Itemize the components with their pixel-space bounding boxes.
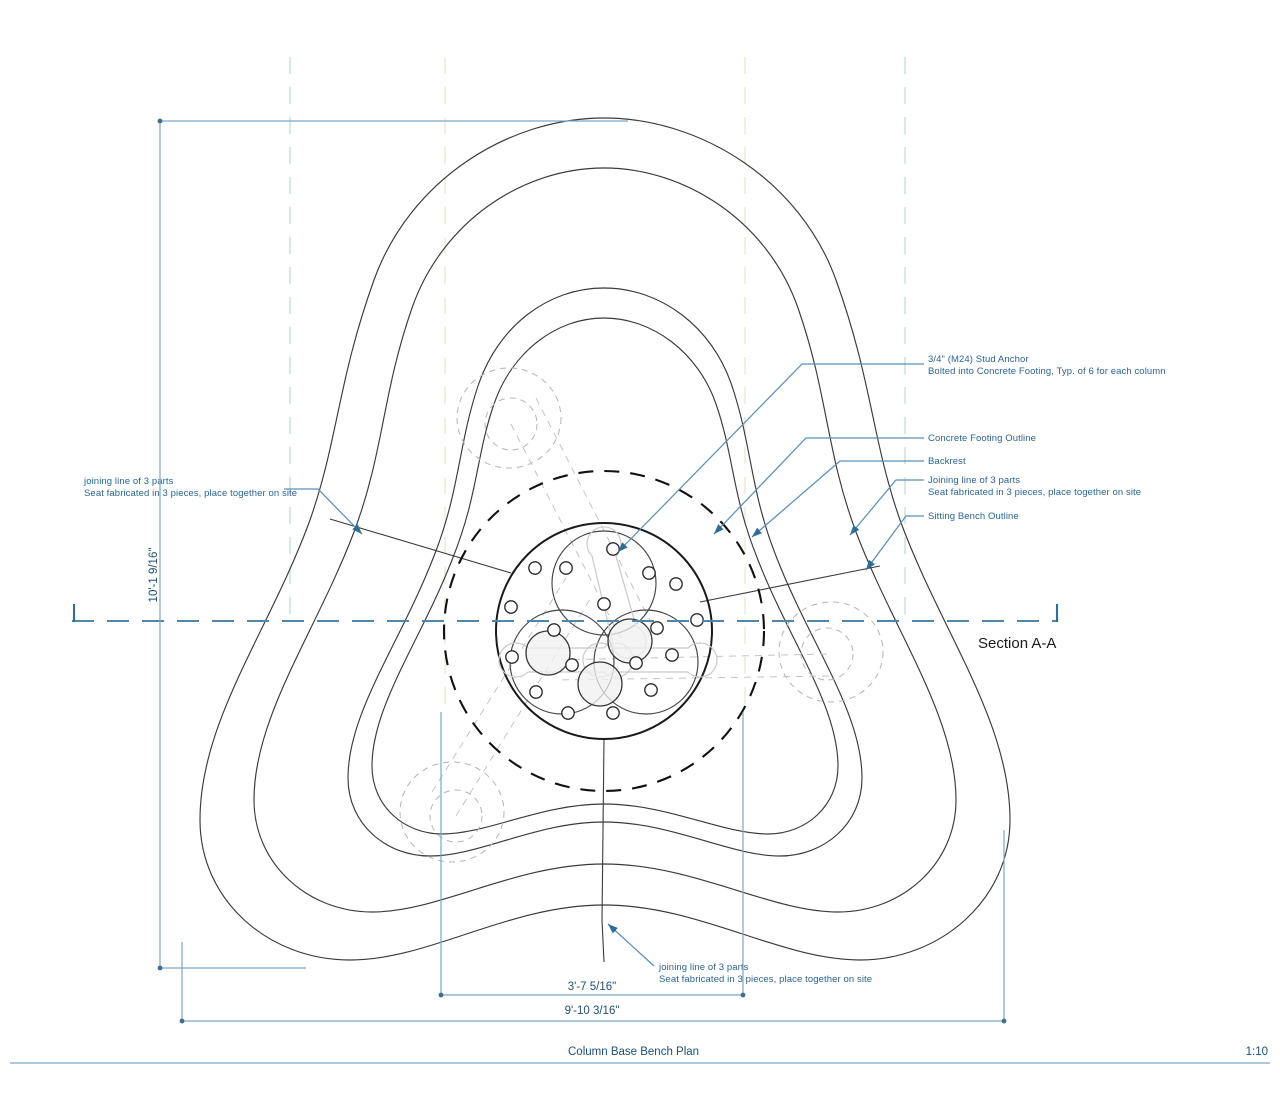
bottom-annotation-leader [607,923,655,967]
leader-joining-right [849,479,924,536]
left-annotation: joining line of 3 parts Seat fabricated … [83,476,297,499]
satellite-footing-right [778,601,884,703]
leader-joining-left [284,488,363,535]
satellite-footing-bottomleft [399,761,505,863]
hdim-outer-tick-right [1001,1018,1007,1024]
bolt-hole [559,561,573,575]
column-hub-upper [607,618,653,664]
leader-backrest [751,460,924,538]
bolt-hole [547,623,561,637]
annotation-stud-anchor-line2: Bolted into Concrete Footing, Typ. of 6 … [928,366,1166,377]
right-annotations: 3/4" (M24) Stud Anchor Bolted into Concr… [928,354,1166,522]
satellite-footings [399,367,884,863]
vdim-tick-top [157,118,163,124]
vdim-tick-bottom [157,965,163,971]
section-label: Section A-A [978,635,1056,652]
column-hub-left [525,630,571,676]
column-profile-right [582,642,718,678]
sitting-bench-outer-outline [199,117,1011,961]
overall-horizontal-dimension-label: 9'-10 3/16" [565,1005,620,1017]
base-plate-circle [495,522,713,740]
bolt-hole [561,706,575,720]
joining-line-upper-left [329,518,512,574]
column-center-hubs [525,618,653,707]
projection-line-b [535,397,661,641]
inner-horizontal-dimension-label: 3'-7 5/16" [568,981,616,993]
right-annotation-leaders [617,363,924,571]
section-line-a-a: Section A-A [72,604,1059,652]
vertical-dimension [157,118,628,971]
sheet-scale: 1:10 [1246,1046,1268,1058]
annotation-joining-left-line2: Seat fabricated in 3 pieces, place toget… [84,488,297,499]
annotation-joining-bottom-line2: Seat fabricated in 3 pieces, place toget… [659,974,872,985]
sheet-title: Column Base Bench Plan [568,1046,699,1058]
bottom-annotation: joining line of 3 parts Seat fabricated … [658,962,872,985]
annotation-joining-left-line1: joining line of 3 parts [83,476,174,487]
hdim-inner-tick-right [740,992,746,998]
sitting-bench-inner-outline [253,167,957,913]
grid-reference-lines [289,57,906,705]
leader-stud-anchor [617,363,924,553]
stud-anchor-bolt-holes [504,542,704,720]
bolt-hole [665,648,679,662]
vertical-dimension-label: 10'-1 9/16" [148,548,160,603]
satellite-footing-bottomleft-inner [429,789,483,843]
bolt-hole [644,683,658,697]
bolt-hole [597,597,611,611]
joining-line-right-radial [699,565,881,603]
bolt-hole [690,613,704,627]
annotation-joining-right-line1: Joining line of 3 parts [928,475,1020,486]
overall-horizontal-dimension [179,830,1007,1024]
concrete-footing-circle [442,469,766,793]
satellite-footing-top [456,367,562,469]
inner-horizontal-dimension [438,712,746,998]
annotation-sitting-bench: Sitting Bench Outline [928,511,1019,522]
bolt-hole [629,656,643,670]
backrest-inner-outline [371,317,839,835]
hdim-inner-tick-left [438,992,444,998]
annotation-joining-right-line2: Seat fabricated in 3 pieces, place toget… [928,487,1141,498]
bench-outlines [199,117,1011,961]
bolt-hole [565,658,579,672]
bolt-hole [642,566,656,580]
annotation-backrest: Backrest [928,456,966,467]
projection-line-c [555,653,828,661]
bolt-hole [529,685,543,699]
left-annotation-leader [284,488,363,535]
leader-joining-bottom [607,923,655,967]
bolt-hole [504,600,518,614]
column-circle-bottom-right [593,609,699,715]
leader-sitting-bench [865,515,924,571]
column-hub-lower [577,661,623,707]
bolt-hole [528,561,542,575]
title-bar: Column Base Bench Plan 1:10 [10,1046,1270,1064]
bolt-hole [505,650,519,664]
hdim-outer-tick-left [179,1018,185,1024]
annotation-stud-anchor-line1: 3/4" (M24) Stud Anchor [928,354,1029,365]
leader-concrete-footing [713,437,924,535]
annotation-concrete-footing: Concrete Footing Outline [928,433,1036,444]
satellite-footing-top-inner [484,397,538,451]
bolt-hole [650,621,664,635]
bolt-hole [606,706,620,720]
projection-line-e [455,595,593,817]
bolt-hole [606,542,620,556]
satellite-footing-right-inner [800,627,854,681]
bolt-hole [669,577,683,591]
column-circle-top [551,530,657,636]
projection-line-a [510,423,632,659]
annotation-joining-bottom-line1: joining line of 3 parts [658,962,749,973]
backrest-outline [347,287,863,857]
joining-line-bottom-radial [601,738,605,963]
